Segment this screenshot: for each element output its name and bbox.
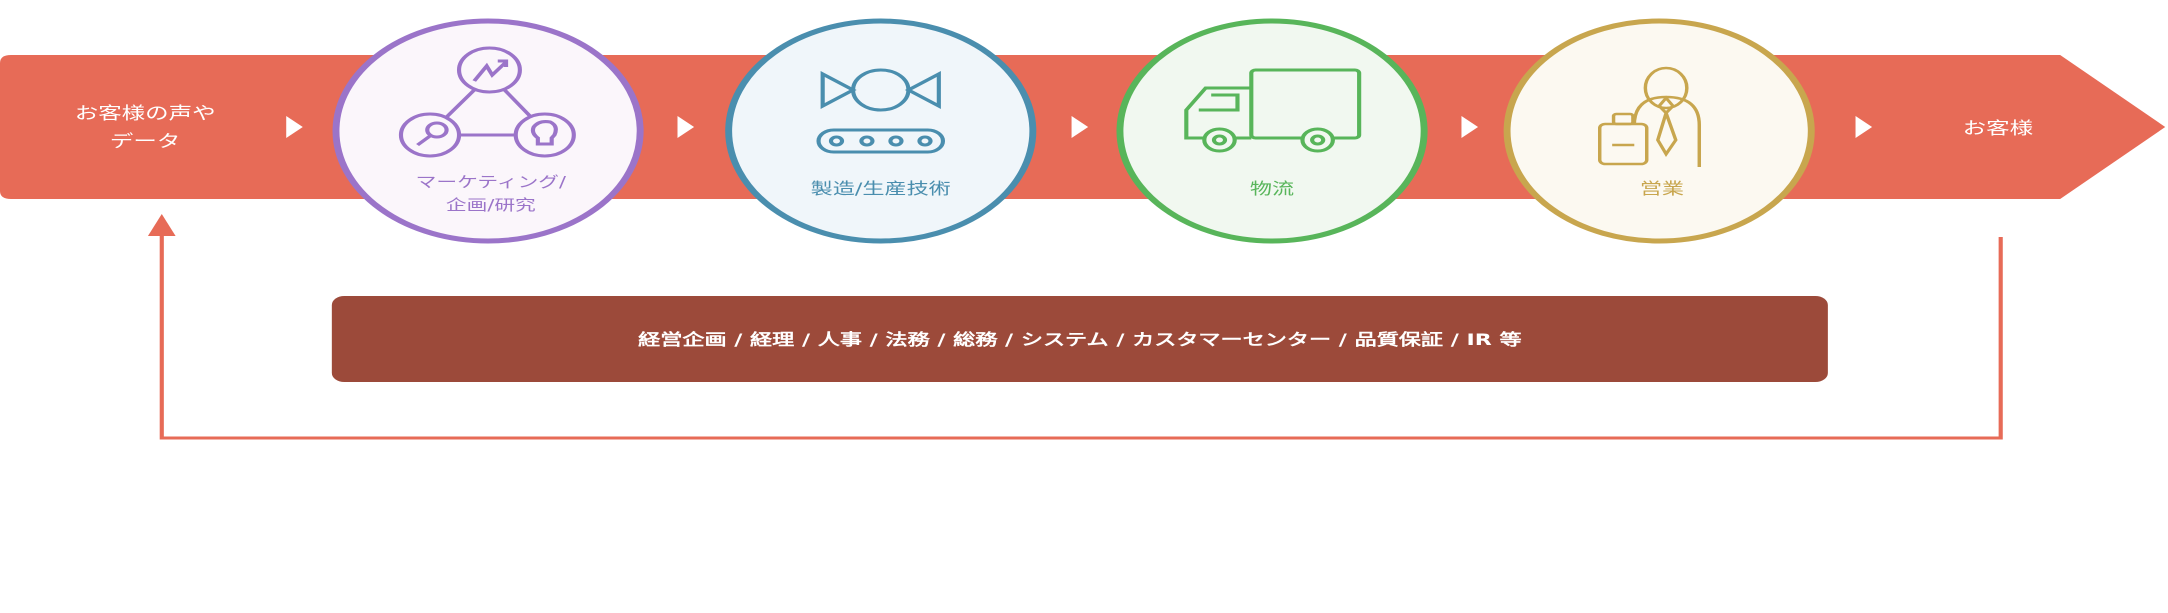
stage-sales: 営業: [1503, 18, 1815, 244]
end-label: お客様: [1963, 118, 2033, 138]
start-label-line1: お客様の声や: [75, 103, 216, 123]
feedback-arrowhead-icon: [147, 214, 176, 236]
stage-label-line2: 企画/研究: [446, 197, 536, 214]
start-label-line2: データ: [110, 131, 180, 151]
stage-logistics: 物流: [1116, 18, 1428, 244]
stage-manufacturing: 製造/生産技術: [725, 18, 1037, 244]
flow-chevrons: [286, 116, 1873, 138]
support-functions-box: 経営企画 / 経理 / 人事 / 法務 / 総務 / システム / カスタマーセ…: [331, 296, 1828, 382]
chevron-right-icon: [286, 116, 303, 138]
stage-label: 物流: [1250, 179, 1294, 198]
feedback-loop-line: [159, 232, 2003, 440]
stage-label: 製造/生産技術: [811, 179, 951, 198]
stage-label-line1: マーケティング/: [416, 174, 567, 191]
support-functions-label: 経営企画 / 経理 / 人事 / 法務 / 総務 / システム / カスタマーセ…: [638, 330, 1521, 349]
stage-label: 営業: [1640, 179, 1684, 198]
businessperson-icon: [1598, 66, 1702, 167]
network-insight-icon: [398, 46, 576, 158]
conveyor-belt-icon: [816, 68, 946, 154]
chevron-right-icon: [1461, 116, 1479, 138]
chevron-right-icon: [677, 116, 695, 138]
truck-icon: [1184, 68, 1362, 153]
chevron-right-icon: [1855, 116, 1873, 138]
chevron-right-icon: [1071, 116, 1089, 138]
stage-marketing: マーケティング/ 企画/研究: [332, 18, 644, 244]
